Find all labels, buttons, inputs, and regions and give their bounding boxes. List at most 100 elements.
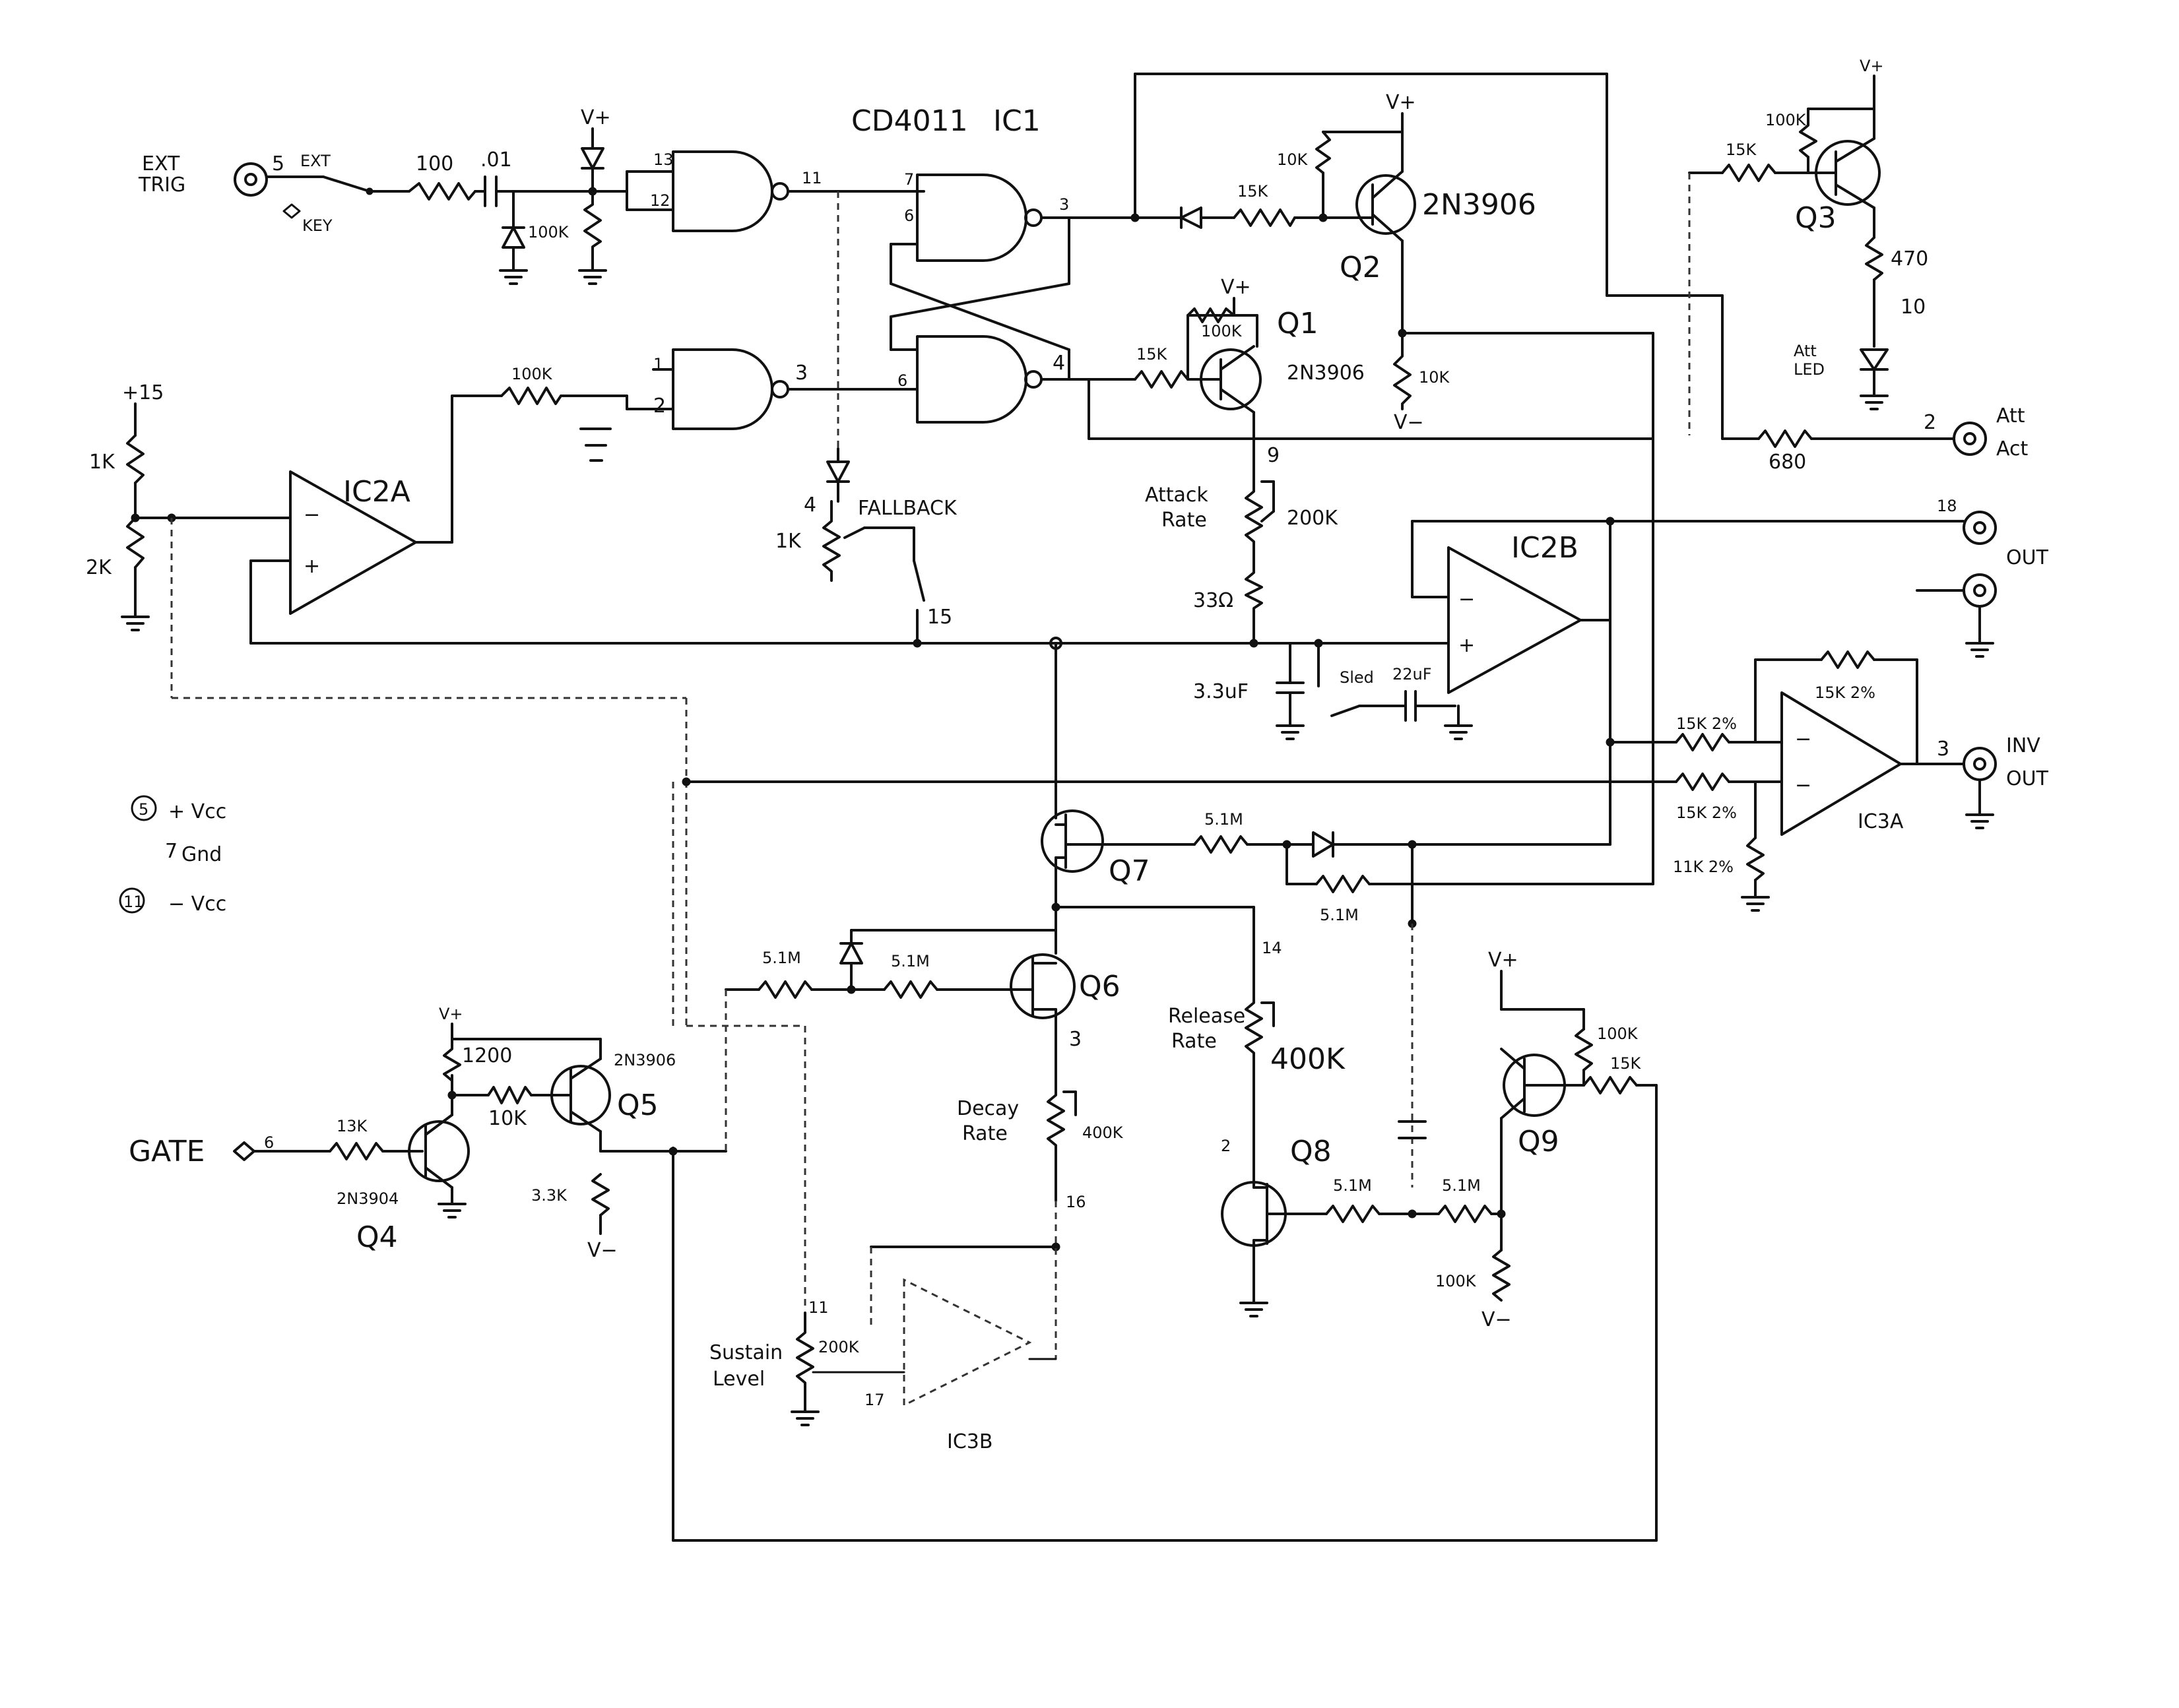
svg-text:Q9: Q9: [1518, 1125, 1559, 1158]
svg-text:Q3: Q3: [1795, 201, 1837, 235]
svg-text:2: 2: [1924, 411, 1936, 434]
svg-text:LED: LED: [1794, 360, 1825, 379]
attack-rate-pot[interactable]: [1245, 477, 1263, 559]
out-jack[interactable]: [1963, 511, 1997, 545]
ground-icon: [1741, 896, 1770, 912]
svg-text:15K: 15K: [1136, 345, 1168, 364]
svg-text:100K: 100K: [1435, 1272, 1477, 1290]
ground-icon: [578, 269, 607, 285]
svg-text:V+: V+: [1488, 949, 1518, 972]
svg-text:6: 6: [904, 206, 914, 225]
sled-switch[interactable]: [1330, 705, 1361, 717]
svg-text:− Vcc: − Vcc: [168, 893, 226, 916]
svg-text:6: 6: [897, 371, 907, 390]
svg-text:7: 7: [904, 170, 914, 189]
att-act-jack[interactable]: [1953, 422, 1987, 456]
resistor-51m-b: [1315, 875, 1371, 893]
svg-text:IC3B: IC3B: [947, 1430, 992, 1453]
svg-text:15K 2%: 15K 2%: [1676, 714, 1737, 733]
ground-icon: [1965, 813, 1994, 829]
svg-text:Q2: Q2: [1340, 251, 1381, 284]
opamp-ic2a: IC2A − + 100K: [249, 365, 628, 645]
sustain-section: Sustain Level 11 200K: [686, 1025, 905, 1426]
svg-text:13K: 13K: [337, 1117, 368, 1135]
svg-text:OUT: OUT: [2006, 546, 2049, 569]
gate-label: GATE: [129, 1135, 205, 1168]
r100-label: 100: [416, 152, 453, 175]
svg-text:15: 15: [927, 606, 952, 629]
resistor-100: [408, 182, 476, 201]
trig-label: TRIG: [138, 174, 185, 197]
resistor-51m-f: [1437, 1205, 1493, 1223]
resistor-51m-c: [758, 980, 813, 999]
fallback-pot[interactable]: [822, 500, 841, 582]
fallback-label: FALLBACK: [858, 497, 958, 520]
out-output: 18 OUT: [1912, 497, 2049, 658]
diode-trig: [502, 226, 525, 249]
q3-led-driver: V+ 100K 15K Q3 470 10 Att LED: [1688, 57, 1928, 435]
led-icon: [1860, 348, 1889, 371]
svg-text:1K: 1K: [89, 451, 115, 474]
svg-text:Q4: Q4: [356, 1220, 398, 1254]
gate-input-section: GATE 6 13K 2N3904 Q4 V+ 1200 10K 2N390: [129, 782, 727, 1262]
svg-text:Gnd: Gnd: [181, 843, 222, 866]
ground-icon: [791, 1410, 820, 1426]
resistor-100k-in: [500, 387, 562, 405]
svg-text:6: 6: [264, 1133, 274, 1152]
ground-icon: [1444, 724, 1473, 740]
svg-text:5.1M: 5.1M: [1442, 1176, 1481, 1195]
release-section: 14 Release Rate 400K 2 Q8 5.1M 5.1M 100K…: [1168, 939, 1512, 1331]
svg-text:V−: V−: [1481, 1308, 1512, 1331]
resistor-470: [1865, 236, 1883, 281]
svg-text:100K: 100K: [511, 365, 553, 383]
svg-text:3: 3: [1059, 195, 1069, 214]
resistor-13k: [329, 1142, 384, 1160]
svg-text:10: 10: [1901, 296, 1926, 319]
ground-icon: [438, 1203, 467, 1218]
opamp-ic3a: IC3A − − 15K 2% 15K 2% 3 INV OUT 15K 2% …: [682, 650, 2049, 912]
svg-text:11: 11: [808, 1298, 829, 1317]
ext-trig-jack[interactable]: [234, 162, 268, 197]
svg-text:15K: 15K: [1726, 141, 1757, 159]
flip-flop-cross-wires: [837, 191, 1070, 449]
ground-icon: [499, 269, 528, 285]
svg-text:18: 18: [1937, 497, 1957, 515]
svg-text:1200: 1200: [462, 1044, 512, 1067]
release-rate-pot[interactable]: [1245, 955, 1263, 1123]
svg-text:V+: V+: [439, 1005, 463, 1023]
svg-text:200K: 200K: [1287, 507, 1338, 530]
resistor-680: [1757, 429, 1813, 448]
svg-text:10K: 10K: [1419, 368, 1450, 387]
svg-text:V+: V+: [1221, 276, 1251, 299]
q9-transistor: V+ 100K 15K Q9: [672, 949, 1658, 1542]
svg-text:15K 2%: 15K 2%: [1676, 804, 1737, 822]
fallback-switch[interactable]: [913, 559, 925, 602]
resistor-1k: [126, 434, 145, 484]
resistor-15k-q3: [1721, 164, 1776, 182]
svg-text:+: +: [304, 555, 320, 578]
svg-text:11K 2%: 11K 2%: [1673, 858, 1734, 876]
att-act-output: 680 2 Att Act: [1721, 404, 2028, 474]
gate-input-connector[interactable]: [233, 1141, 255, 1161]
ext-trig-label: EXT: [142, 152, 180, 175]
ext-trig-section: EXT TRIG 5 EXT KEY 100 .01 100K V+: [138, 106, 628, 285]
svg-text:+: +: [1458, 634, 1475, 657]
key-label: KEY: [302, 216, 333, 235]
svg-text:11: 11: [802, 169, 822, 187]
decay-rate-pot[interactable]: [1047, 1067, 1065, 1202]
svg-text:Sled: Sled: [1340, 668, 1374, 687]
svg-text:680: 680: [1769, 451, 1806, 474]
svg-text:400K: 400K: [1270, 1042, 1346, 1076]
sustain-level-pot[interactable]: [796, 1312, 814, 1413]
svg-text:2N3906: 2N3906: [1287, 362, 1365, 385]
r100k-trig-label: 100K: [528, 223, 569, 241]
svg-text:3: 3: [1937, 738, 1949, 761]
inv-out-jack[interactable]: [1963, 747, 1997, 781]
led-label: Att: [1794, 342, 1817, 360]
svg-text:100K: 100K: [1765, 111, 1807, 129]
trig-select-switch[interactable]: [322, 175, 371, 193]
chip-ref: IC1: [993, 104, 1041, 138]
attack-section: Attack Rate 200K 33Ω 3.3uF Sled 22uF: [1145, 477, 1473, 740]
svg-text:7: 7: [165, 840, 178, 863]
svg-text:9: 9: [1267, 444, 1280, 467]
